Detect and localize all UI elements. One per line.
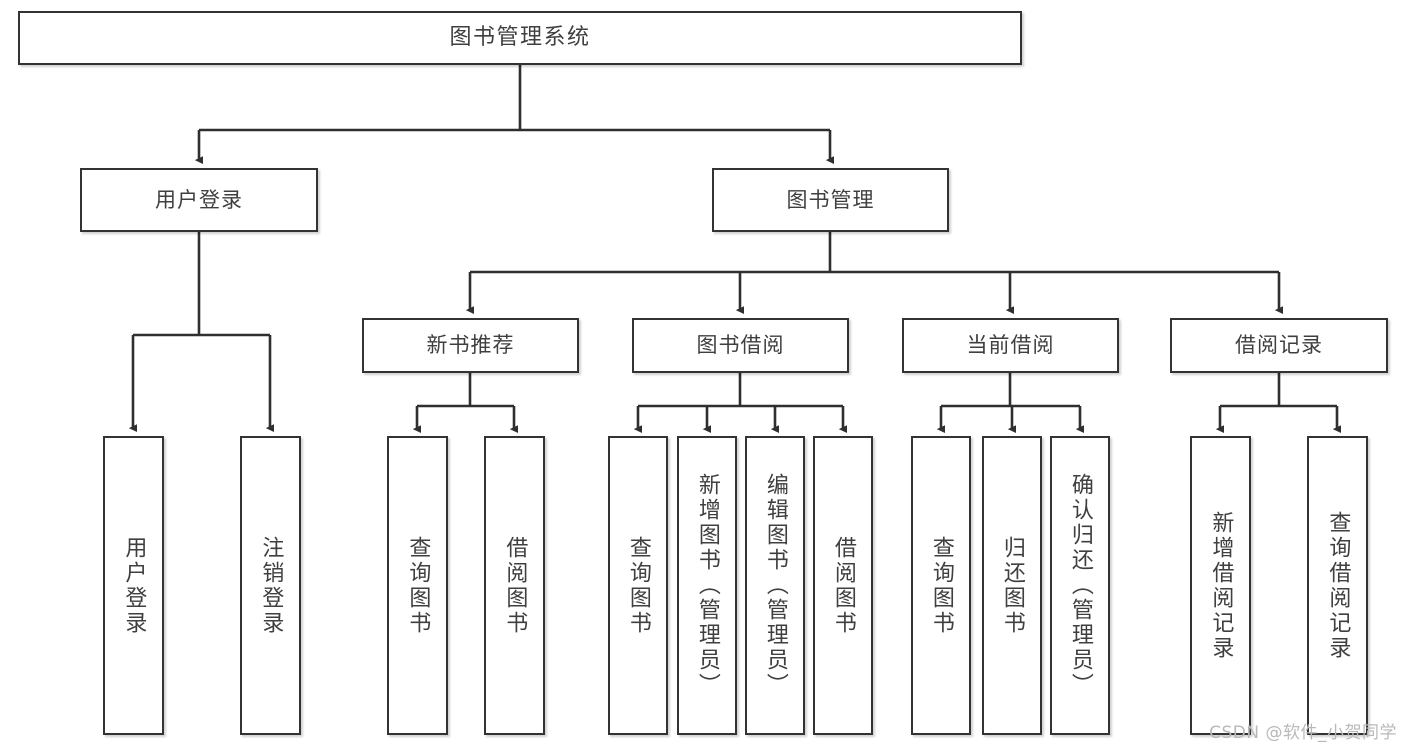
- node-leaf-user-login[interactable]: 用户登录: [103, 436, 164, 735]
- node-leaf-user-login-label: 用户登录: [121, 535, 147, 636]
- node-borrow-record[interactable]: 借阅记录: [1170, 318, 1388, 373]
- node-root[interactable]: 图书管理系统: [18, 11, 1022, 65]
- node-leaf-borrow-book-rec-label: 借阅图书: [502, 535, 528, 636]
- node-leaf-query-book-c-label: 查询图书: [928, 535, 954, 636]
- node-borrow-record-label: 借阅记录: [1235, 333, 1323, 358]
- node-leaf-add-book-label: 新增图书（管理员）: [694, 473, 720, 698]
- node-leaf-logout[interactable]: 注销登录: [240, 436, 301, 735]
- node-current-borrow-label: 当前借阅: [966, 333, 1055, 358]
- node-leaf-confirm-return-label: 确认归还（管理员）: [1067, 473, 1093, 698]
- node-book-borrow[interactable]: 图书借阅: [632, 318, 849, 373]
- node-leaf-query-book-rec[interactable]: 查询图书: [387, 436, 448, 735]
- node-user-login-label: 用户登录: [155, 187, 243, 212]
- node-current-borrow[interactable]: 当前借阅: [902, 318, 1119, 373]
- node-leaf-add-record-label: 新增借阅记录: [1208, 510, 1234, 661]
- node-leaf-return-book-label: 归还图书: [999, 535, 1025, 636]
- node-leaf-add-book[interactable]: 新增图书（管理员）: [677, 436, 737, 735]
- node-leaf-query-book-b[interactable]: 查询图书: [608, 436, 668, 735]
- node-leaf-borrow-book-b-label: 借阅图书: [830, 535, 856, 636]
- node-leaf-query-record[interactable]: 查询借阅记录: [1307, 436, 1368, 735]
- node-leaf-borrow-book-rec[interactable]: 借阅图书: [484, 436, 545, 735]
- node-book-borrow-label: 图书借阅: [696, 333, 785, 358]
- node-leaf-return-book[interactable]: 归还图书: [982, 436, 1042, 735]
- watermark: CSDN @软件_小贺同学: [1209, 723, 1397, 743]
- node-leaf-confirm-return[interactable]: 确认归还（管理员）: [1050, 436, 1110, 735]
- node-leaf-borrow-book-b[interactable]: 借阅图书: [813, 436, 873, 735]
- node-leaf-query-book-rec-label: 查询图书: [405, 535, 431, 636]
- node-new-book-rec[interactable]: 新书推荐: [362, 318, 579, 373]
- node-leaf-query-book-b-label: 查询图书: [625, 535, 651, 636]
- node-user-login[interactable]: 用户登录: [80, 168, 318, 232]
- node-new-book-rec-label: 新书推荐: [426, 333, 515, 358]
- node-leaf-edit-book-label: 编辑图书（管理员）: [762, 473, 788, 698]
- node-leaf-add-record[interactable]: 新增借阅记录: [1190, 436, 1251, 735]
- node-root-label: 图书管理系统: [449, 25, 591, 51]
- node-leaf-edit-book[interactable]: 编辑图书（管理员）: [745, 436, 805, 735]
- node-leaf-query-book-c[interactable]: 查询图书: [911, 436, 971, 735]
- node-leaf-logout-label: 注销登录: [258, 535, 284, 636]
- node-book-manage-label: 图书管理: [786, 187, 875, 212]
- node-book-manage[interactable]: 图书管理: [712, 168, 949, 232]
- node-leaf-query-record-label: 查询借阅记录: [1325, 510, 1351, 661]
